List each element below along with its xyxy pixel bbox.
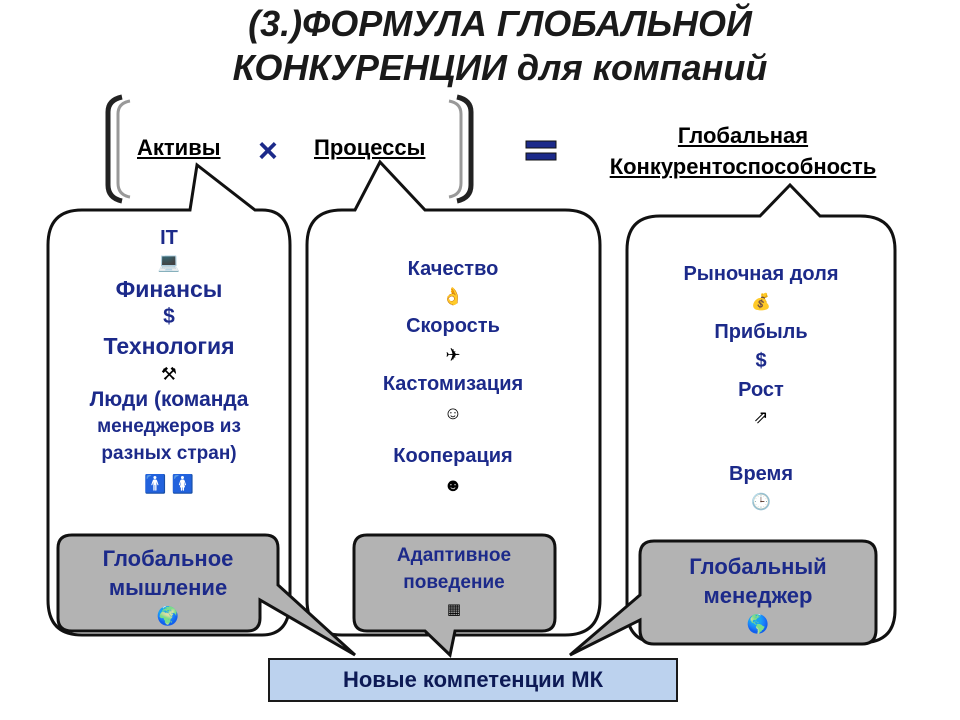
asset-people-line2: менеджеров из (97, 416, 241, 437)
global-manager-line1: Глобальный (689, 554, 827, 579)
arrow-up-right-icon: ⇗ (753, 407, 769, 427)
adaptive-behavior-box: Адаптивное поведение ▦ (356, 542, 552, 624)
clock-icon: 🕒 (751, 494, 771, 511)
asset-people-line3: разных стран) (101, 443, 237, 464)
callout-assets (46, 162, 292, 637)
dollar-icon: $ (755, 350, 767, 372)
globe-icon: 🌍 (156, 606, 180, 626)
global-manager-box: Глобальный менеджер 🌎 (642, 552, 874, 638)
callout-global-thinking (56, 533, 357, 657)
competitiveness-list: Рыночная доля 💰 Прибыль $ Рост ⇗ Время 🕒 (636, 260, 886, 518)
times-operator-icon: × (258, 132, 278, 170)
formula-result-line2: Конкурентоспособность (609, 154, 877, 179)
ok-hand-icon: 👌 (442, 287, 464, 306)
new-competencies-box: Новые компетенции МК (268, 658, 678, 702)
page-title-line1: (3.)ФОРМУЛА ГЛОБАЛЬНОЙ (248, 3, 752, 44)
callout-adaptive-behavior (352, 533, 557, 658)
processes-list: Качество 👌 Скорость ✈ Кастомизация ☺ Коо… (314, 256, 592, 500)
computer-icon: 💻 (157, 252, 181, 272)
grid-icon: ▦ (446, 601, 462, 618)
callout-global-manager (569, 539, 878, 657)
equals-operator (525, 140, 557, 161)
process-speed: Скорость (406, 315, 500, 337)
asset-people-line1: Люди (команда (89, 388, 249, 411)
formula-term-assets: Активы (137, 135, 221, 160)
adaptive-behavior-line2: поведение (403, 572, 505, 593)
people-icon: 🚹 🚺 (144, 474, 194, 494)
globe-americas-icon: 🌎 (746, 614, 770, 634)
result-time: Время (729, 463, 793, 485)
callout-processes (305, 159, 602, 637)
adaptive-behavior-line1: Адаптивное (396, 545, 512, 566)
left-bracket (105, 94, 123, 204)
smiley-icon: ☺ (443, 403, 463, 423)
asset-technology: Технология (103, 333, 235, 359)
formula-result: Глобальная Конкурентоспособность (574, 120, 912, 182)
asset-it: IT (160, 227, 178, 249)
assets-list: IT 💻 Финансы $ Технология ⚒ Люди (команд… (56, 226, 282, 501)
process-quality: Качество (407, 258, 499, 280)
formula-result-line1: Глобальная (677, 123, 809, 148)
global-thinking-box: Глобальное мышление 🌍 (60, 544, 276, 630)
formula-term-processes: Процессы (314, 135, 426, 160)
global-thinking-label: Глобальное мышление (102, 546, 234, 600)
asset-finance: Финансы (115, 276, 223, 302)
process-cooperation: Кооперация (393, 445, 513, 467)
airplane-icon: ✈ (445, 345, 461, 365)
global-manager-line2: менеджер (703, 583, 813, 608)
right-bracket (456, 94, 474, 204)
page-title-line2: КОНКУРЕНЦИИ для компаний (232, 47, 768, 88)
dollar-icon: $ (163, 305, 175, 328)
money-bag-icon: 💰 (751, 294, 771, 311)
tools-icon: ⚒ (160, 364, 178, 384)
result-market-share: Рыночная доля (683, 263, 839, 285)
face-icon: ☻ (443, 475, 463, 495)
result-growth: Рост (738, 379, 784, 401)
process-customization: Кастомизация (382, 373, 524, 395)
result-profit: Прибыль (714, 321, 808, 343)
